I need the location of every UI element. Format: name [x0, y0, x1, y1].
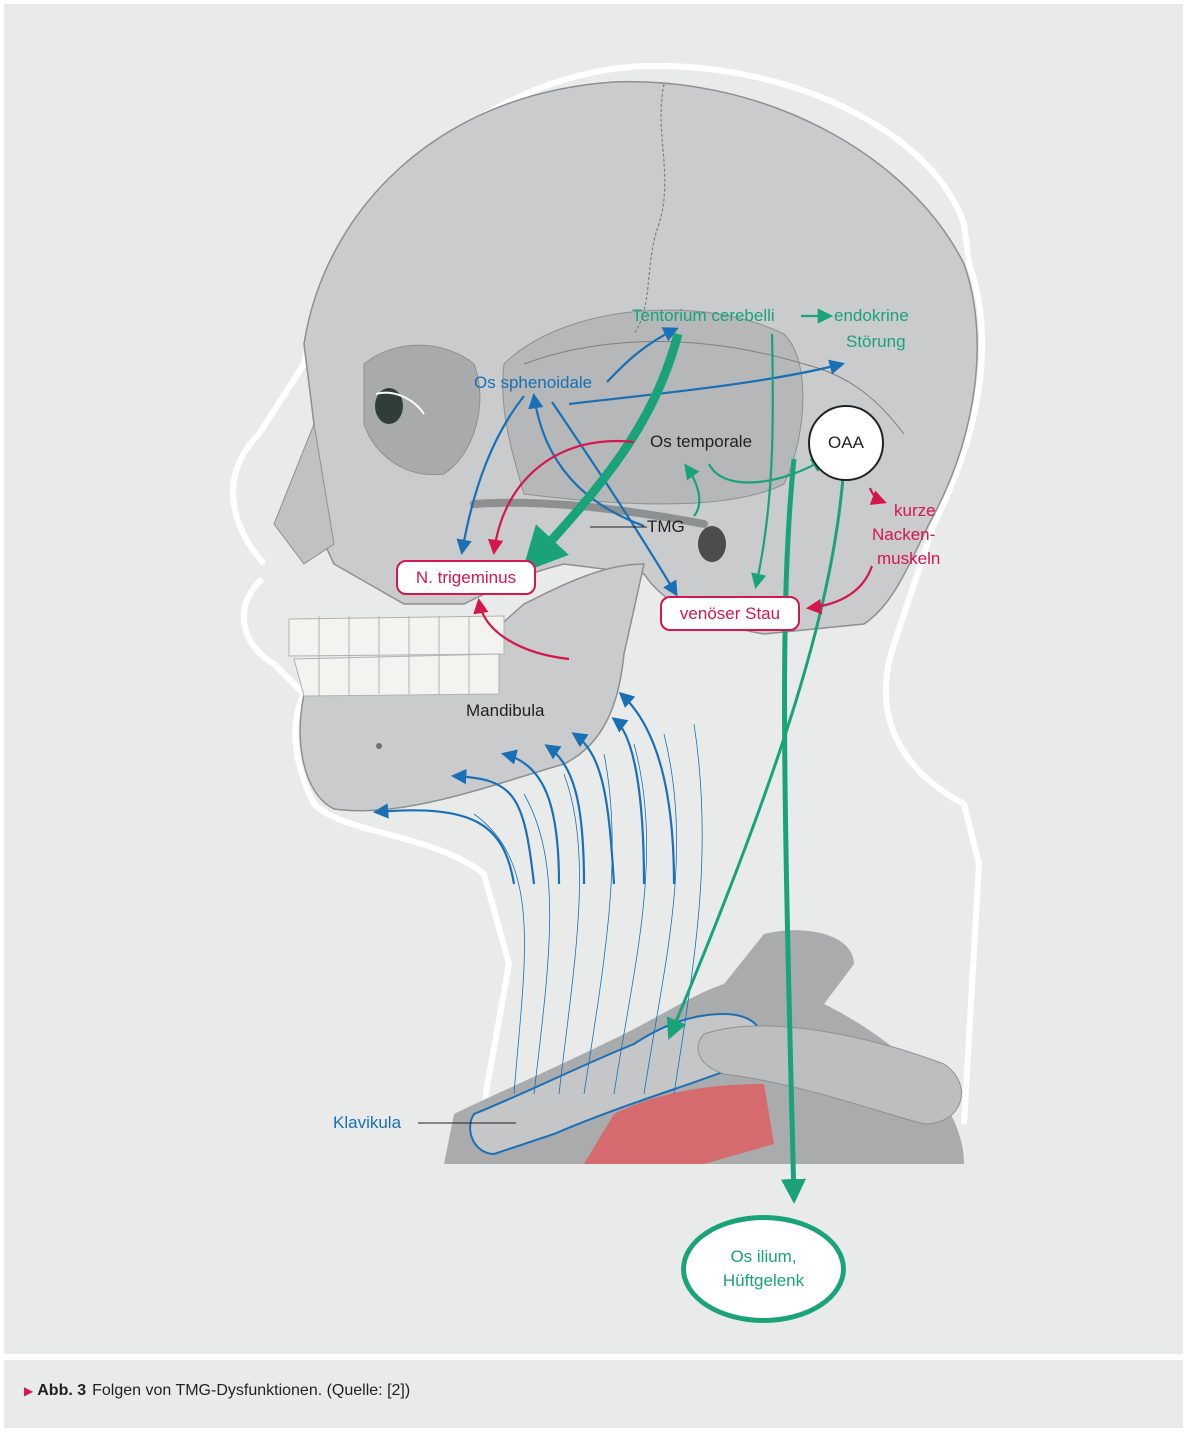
label-tmg: TMG: [647, 516, 685, 538]
label-kurze-1: kurze: [894, 500, 936, 522]
label-venoeser-stau: venöser Stau: [680, 604, 780, 623]
label-klavikula: Klavikula: [333, 1112, 401, 1134]
skull-shape: [274, 82, 977, 634]
skull-diagram: [4, 4, 1183, 1354]
label-os-ilium-1: Os ilium,: [723, 1245, 804, 1269]
figure-caption: ▶ Abb. 3 Folgen von TMG-Dysfunktionen. (Qu…: [24, 1382, 410, 1400]
label-mandibula: Mandibula: [466, 700, 544, 722]
label-os-sphenoidale: Os sphenoidale: [474, 372, 592, 394]
label-kurze-2: Nacken-: [872, 524, 935, 546]
figure-panel: Tentorium cerebelli endokrine Störung Os…: [4, 4, 1183, 1354]
caption-bar: ▶ Abb. 3 Folgen von TMG-Dysfunktionen. (Qu…: [4, 1360, 1183, 1428]
label-endokrine-1: endokrine: [834, 305, 909, 327]
clavicle-shape: [444, 930, 964, 1164]
label-n-trigeminus: N. trigeminus: [416, 568, 516, 587]
box-n-trigeminus: N. trigeminus: [396, 560, 536, 595]
label-os-ilium-2: Hüftgelenk: [723, 1269, 804, 1293]
box-venoeser-stau: venöser Stau: [660, 596, 800, 631]
label-endokrine-2: Störung: [846, 331, 906, 353]
label-kurze-3: muskeln: [877, 548, 940, 570]
label-oaa: OAA: [828, 433, 864, 452]
label-tentorium: Tentorium cerebelli: [632, 305, 775, 327]
label-os-temporale: Os temporale: [650, 431, 752, 453]
oval-os-ilium: Os ilium, Hüftgelenk: [681, 1215, 846, 1323]
caption-text: Folgen von TMG-Dysfunktionen. (Quelle: […: [92, 1382, 410, 1399]
oaa-circle: OAA: [808, 405, 884, 481]
teeth: [289, 616, 504, 696]
caption-number: Abb. 3: [37, 1382, 86, 1399]
caption-marker: ▶: [24, 1384, 33, 1398]
